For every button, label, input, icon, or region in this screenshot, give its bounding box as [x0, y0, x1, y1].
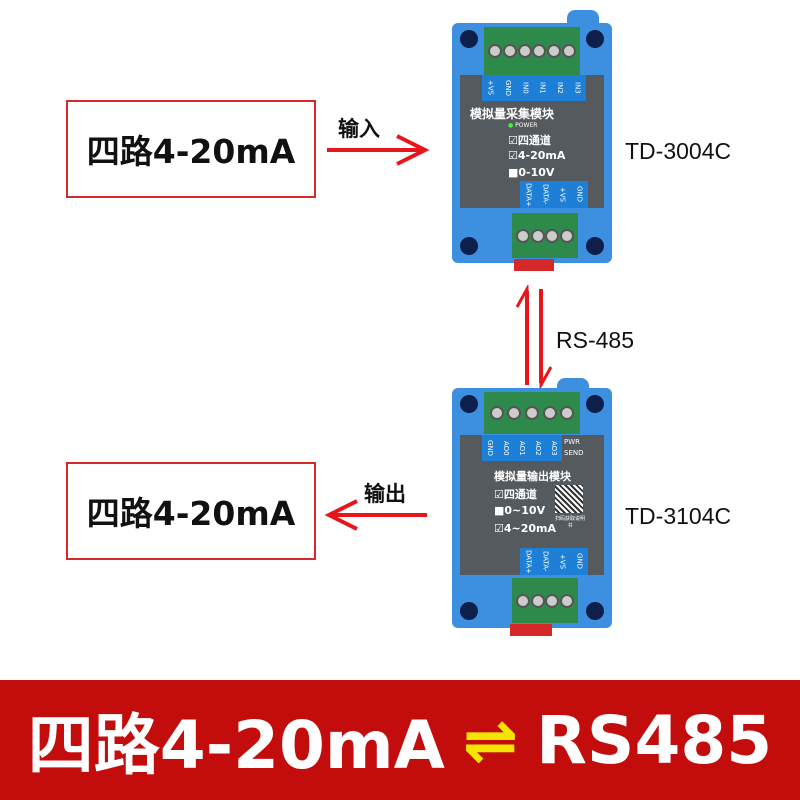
output-target-label: 四路4-20mA: [86, 494, 296, 533]
banner-right-text: RS485: [536, 701, 773, 779]
model-bottom: TD-3104C: [625, 503, 732, 529]
option-channels: ☑四通道: [508, 134, 551, 147]
output-arrow-label: 输出: [364, 482, 406, 506]
input-terminal-block: [484, 27, 580, 75]
rs485-terminal-block: [512, 578, 578, 623]
option-channels: ☑四通道: [494, 488, 537, 501]
rs485-label: RS-485: [556, 327, 634, 353]
input-source-label: 四路4-20mA: [86, 132, 296, 171]
power-led: ● POWER: [508, 122, 538, 129]
banner-left-text: 四路4-20mA: [27, 707, 445, 784]
module-title: 模拟量输出模块: [494, 470, 571, 483]
input-arrow-label: 输入: [338, 117, 380, 141]
bottom-banner: 四路4-20mA ⇌ RS485: [0, 680, 800, 800]
input-source-box: 四路4-20mA: [66, 100, 316, 198]
option-4-20ma: ☑4~20mA: [494, 522, 557, 535]
output-arrow-icon: [325, 499, 427, 531]
option-0-10v: ■0~10V: [494, 504, 546, 517]
rs485-bidirectional-arrow-icon: [515, 285, 553, 390]
option-0-10v: ■0-10V: [508, 166, 555, 179]
module-title: 模拟量采集模块: [470, 107, 555, 121]
bidirectional-arrow-icon: ⇌: [462, 701, 519, 779]
rs485-terminal-block: [512, 213, 578, 258]
qr-caption: 扫码获取说明书: [554, 516, 585, 529]
model-top: TD-3004C: [625, 138, 732, 164]
output-target-box: 四路4-20mA: [66, 462, 316, 560]
output-terminal-block: [484, 392, 580, 434]
input-arrow-icon: [327, 134, 430, 166]
qr-code: [555, 485, 583, 513]
option-4-20ma: ☑4-20mA: [508, 149, 566, 162]
